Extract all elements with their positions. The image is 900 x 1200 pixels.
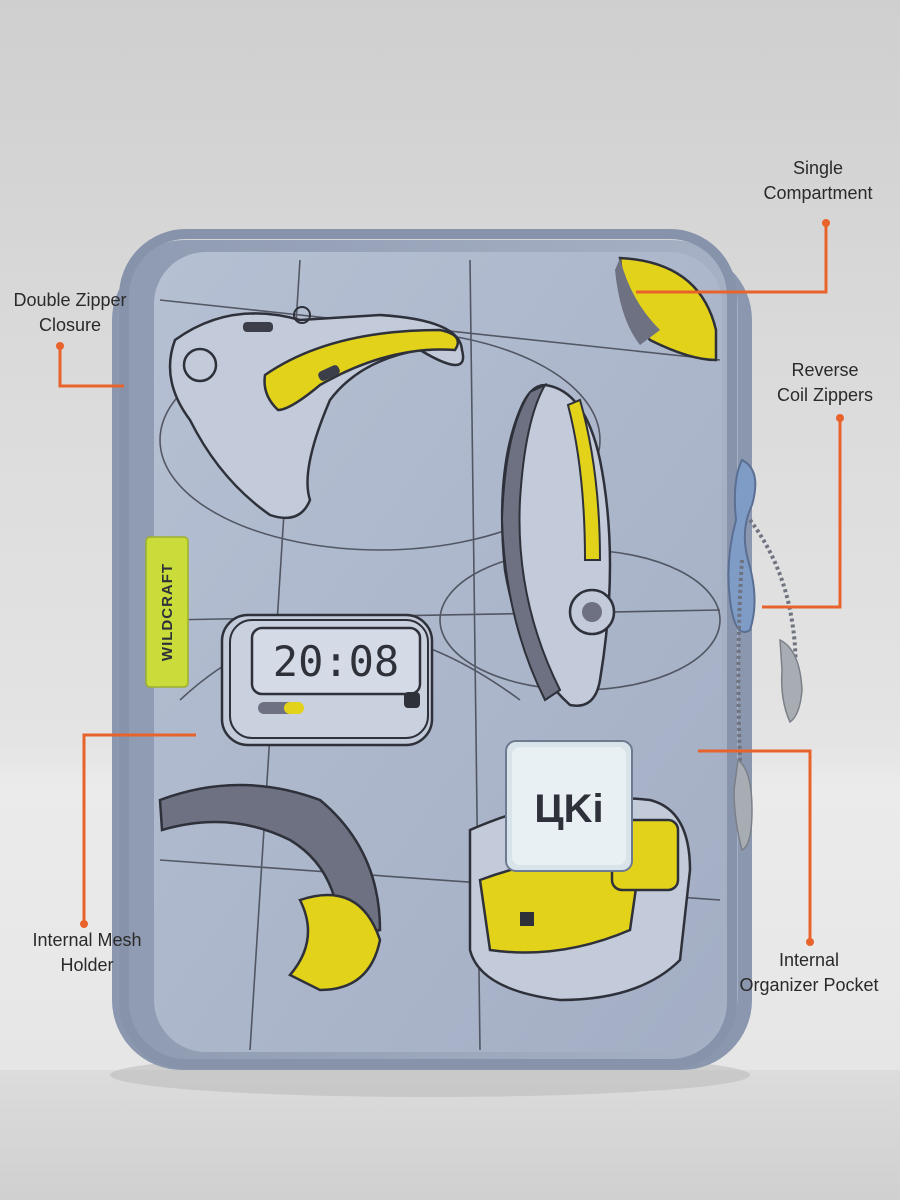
callout-dots [56, 219, 844, 946]
callout-line: Organizer Pocket [739, 975, 879, 995]
zipper-tape [119, 229, 737, 1069]
front-brand-patch: ЦKi [505, 740, 633, 872]
callout-reverse-coil-zippers: Reverse Coil Zippers [755, 358, 895, 408]
callout-line: Double Zipper [13, 290, 127, 310]
callout-double-zipper-closure: Double Zipper Closure [0, 288, 140, 338]
callout-line: Holder [60, 955, 114, 975]
callout-single-compartment: Single Compartment [737, 156, 899, 206]
leader-reverse-coil [762, 420, 842, 609]
zipper-pullers [727, 458, 803, 852]
callout-leaders [58, 225, 842, 940]
callout-line: Compartment [763, 183, 873, 203]
callout-line: Single [792, 158, 844, 178]
callout-line: Reverse [791, 360, 859, 380]
leader-internal-mesh [82, 733, 196, 922]
leader-organizer-pocket [698, 749, 812, 940]
clock-digits: 20:08 [273, 637, 399, 686]
side-tag-text: WILDCRAFT [159, 563, 176, 661]
print-mouse [500, 382, 616, 707]
callout-internal-mesh-holder: Internal Mesh Holder [10, 928, 164, 978]
callout-line: Coil Zippers [776, 385, 874, 405]
callout-line: Internal [778, 950, 840, 970]
pouch-bag: 20:08 WILDCRAFT [112, 229, 803, 1070]
callout-internal-organizer-pocket: Internal Organizer Pocket [724, 948, 894, 998]
print-game-controller [168, 306, 465, 520]
leader-double-zipper [58, 348, 124, 388]
callout-line: Closure [38, 315, 102, 335]
print-headphone-bottom [158, 783, 382, 992]
front-patch-text: ЦKi [534, 787, 603, 831]
callout-line: Internal Mesh [32, 930, 142, 950]
leader-single-compartment [636, 225, 828, 294]
wildcraft-side-tag: WILDCRAFT [145, 536, 189, 688]
print-headphone-top [615, 256, 718, 362]
print-digital-clock: 20:08 [220, 613, 434, 747]
